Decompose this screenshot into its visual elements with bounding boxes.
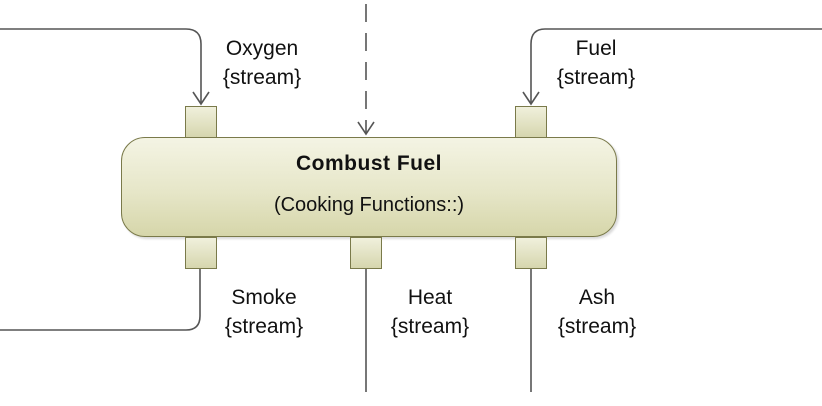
pin-name: Fuel — [575, 37, 617, 60]
action-name: Combust Fuel — [296, 152, 442, 175]
smoke-flow-edge[interactable] — [0, 268, 201, 331]
pin-label-oxygen: Oxygen {stream} — [197, 34, 327, 92]
pin-name: Smoke — [231, 286, 297, 309]
fuel-flow-edge[interactable] — [530, 28, 822, 104]
pin-label-heat: Heat {stream} — [365, 283, 495, 341]
pin-name: Oxygen — [225, 37, 299, 60]
pin-fuel[interactable] — [515, 106, 547, 138]
action-owner: (Cooking Functions::) — [273, 194, 465, 216]
oxygen-arrowhead — [192, 91, 210, 106]
pin-name: Ash — [578, 286, 616, 309]
pin-label-ash: Ash {stream} — [532, 283, 662, 341]
action-combust-fuel[interactable]: Combust Fuel (Cooking Functions::) — [121, 137, 617, 237]
pin-label-fuel: Fuel {stream} — [531, 34, 661, 92]
fuel-arrowhead — [522, 91, 540, 106]
pin-smoke[interactable] — [185, 237, 217, 269]
pin-type: {stream} — [222, 66, 302, 89]
pin-ash[interactable] — [515, 237, 547, 269]
control-flow-arrowhead — [357, 121, 375, 136]
pin-label-smoke: Smoke {stream} — [199, 283, 329, 341]
pin-heat[interactable] — [350, 237, 382, 269]
pin-name: Heat — [407, 286, 453, 309]
pin-type: {stream} — [557, 315, 637, 338]
pin-oxygen[interactable] — [185, 106, 217, 138]
pin-type: {stream} — [390, 315, 470, 338]
oxygen-flow-edge[interactable] — [0, 28, 202, 104]
pin-type: {stream} — [224, 315, 304, 338]
pin-type: {stream} — [556, 66, 636, 89]
